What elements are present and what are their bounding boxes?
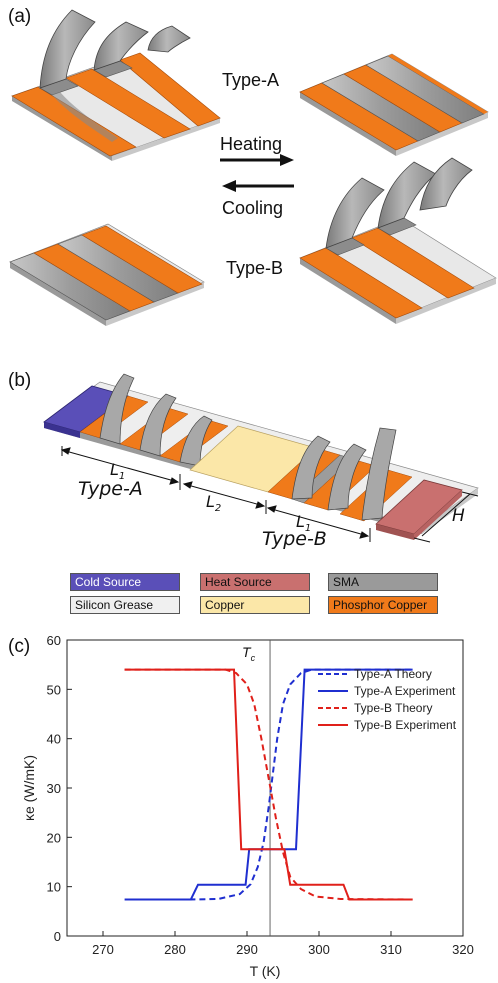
legend-entry: Type-A Experiment	[354, 684, 456, 698]
y-tick-label: 40	[47, 732, 61, 747]
y-tick-label: 50	[47, 682, 61, 697]
kappa-vs-temperature-chart: 270 280 290 300 310 320 0 10 20 30 40 50 60 T (K) κe (…	[21, 633, 474, 979]
l1-label-a: L1	[110, 460, 126, 483]
legend-cold-source: Cold Source	[70, 573, 180, 591]
type-b-hot-module	[299, 157, 497, 324]
type-b-italic-label: Type-B	[262, 528, 327, 550]
y-axis-label: κe (W/mK)	[21, 755, 37, 821]
series-line-type-b-experiment	[124, 668, 413, 901]
legend-copper: Copper	[200, 596, 310, 614]
cooling-arrow	[222, 180, 294, 192]
x-tick-label: 290	[236, 942, 258, 957]
panel-a-illustration	[9, 9, 497, 326]
panel-c-label: (c)	[8, 636, 31, 657]
l2-label: L2	[206, 492, 222, 515]
legend-silicon-grease: Silicon Grease	[70, 596, 180, 614]
dimension-lines	[60, 446, 479, 543]
heating-arrow	[220, 154, 294, 166]
y-tick-label: 30	[47, 781, 61, 796]
x-tick-label: 270	[92, 942, 114, 957]
legend-sma: SMA	[328, 573, 438, 591]
legend-phosphor-copper: Phosphor Copper	[328, 596, 438, 614]
y-tick-label: 60	[47, 633, 61, 648]
tc-label: Tc	[242, 644, 256, 663]
legend-entry: Type-B Theory	[354, 701, 432, 715]
x-tick-label: 310	[380, 942, 402, 957]
heating-label: Heating	[220, 134, 283, 154]
panel-b-label: (b)	[8, 370, 32, 391]
type-a-hot-module	[299, 53, 489, 156]
type-b-label: Type-B	[226, 258, 284, 278]
x-axis-label: T (K)	[250, 963, 281, 979]
legend-entry: Type-B Experiment	[354, 718, 457, 732]
y-tick-label: 20	[47, 830, 61, 845]
cooling-label: Cooling	[222, 198, 284, 218]
l1-label-b: L1	[296, 512, 312, 535]
x-tick-label: 300	[308, 942, 330, 957]
legend-entry: Type-A Theory	[354, 667, 432, 681]
series-line-type-b-theory	[124, 668, 413, 901]
x-tick-label: 280	[164, 942, 186, 957]
type-a-label: Type-A	[222, 70, 280, 90]
legend-heat-source: Heat Source	[200, 573, 310, 591]
type-b-cold-module	[9, 223, 205, 326]
y-tick-label: 0	[54, 929, 61, 944]
x-tick-label: 320	[452, 942, 474, 957]
series-line-type-a-experiment	[124, 668, 413, 901]
panel-a-label: (a)	[8, 6, 32, 27]
y-tick-label: 10	[47, 880, 61, 895]
panel-b-illustration	[43, 373, 479, 543]
type-a-italic-label: Type-A	[78, 478, 143, 500]
h-label: H	[452, 506, 465, 526]
type-a-cold-module	[11, 9, 221, 161]
series-line-type-a-theory	[189, 668, 413, 901]
